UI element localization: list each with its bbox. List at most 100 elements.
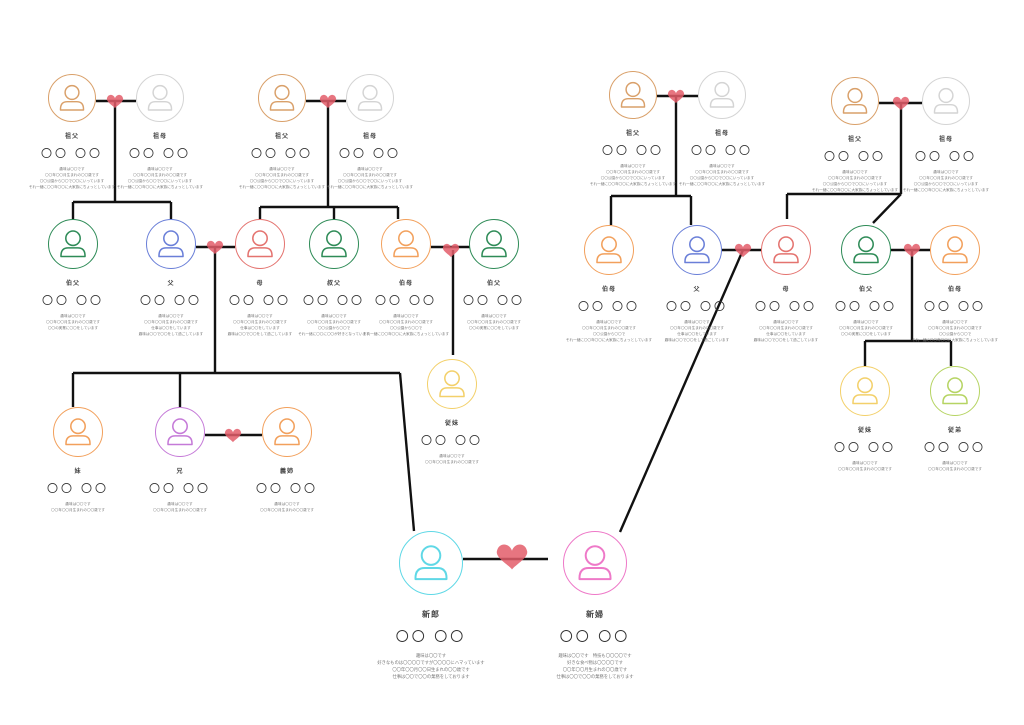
person-name: 〇〇 〇〇 [601,145,665,157]
person-bio: 趣味は〇〇です 〇〇年〇〇月生まれの〇〇歳です 〇〇公園から〇〇で〇〇にいってい… [902,170,990,192]
person-card: 祖母〇〇 〇〇趣味は〇〇です 〇〇年〇〇月生まれの〇〇歳です 〇〇公園から〇〇で… [886,77,1006,193]
person-role: 従妹 [444,421,459,427]
person-icon [65,418,91,446]
person-bio: 趣味は〇〇です 好きなものは〇〇〇〇ですが〇〇〇〇にハマっています 〇〇年〇〇月… [377,653,485,679]
person-bio: 趣味は〇〇です 〇〇年〇〇月生まれの〇〇歳です 〇〇公園から〇〇で〇〇にいってい… [678,164,766,186]
person-icon [578,545,612,581]
avatar [584,225,634,275]
avatar [698,71,746,119]
person-bio: 趣味は〇〇です 〇〇年〇〇月生まれの〇〇歳です [153,502,207,512]
person-name: 〇〇 〇〇 [834,301,898,313]
person-role: 伯父 [858,287,873,293]
person-card: 叔父〇〇 〇〇趣味は〇〇です 〇〇年〇〇月生まれの〇〇歳です 〇〇公園から〇〇で… [274,219,394,337]
person-role: 従妹 [857,428,872,434]
avatar [840,366,890,416]
person-name: 〇〇 〇〇 [41,295,105,307]
person-role: 祖父 [64,134,79,140]
person-role: 祖母 [152,134,167,140]
person-name: 〇〇 〇〇 [374,295,438,307]
person-role: 妹 [74,469,82,475]
person-name: 〇〇 〇〇 [420,435,484,447]
heart-icon [667,89,685,104]
avatar [930,225,980,275]
person-icon [60,230,86,258]
person-bio: 趣味は〇〇です 〇〇年〇〇月生まれの〇〇歳です 〇〇の実業に〇〇をしています [46,314,100,330]
person-card: 伯母〇〇 〇〇趣味は〇〇です 〇〇年〇〇月生まれの〇〇歳です 〇〇公園から〇〇で… [549,225,669,343]
person-role: 祖父 [274,134,289,140]
person-card: 伯母〇〇 〇〇趣味は〇〇です 〇〇年〇〇月生まれの〇〇歳です 〇〇公園から〇〇で… [346,219,466,337]
person-name: 〇〇 〇〇 [462,295,526,307]
person-icon [620,81,646,108]
person-name: 〇〇 〇〇 [914,151,978,163]
person-role: 従弟 [947,428,962,434]
person-card: 妹〇〇 〇〇趣味は〇〇です 〇〇年〇〇月生まれの〇〇歳です [18,407,138,513]
person-card: 伯母〇〇 〇〇趣味は〇〇です 〇〇年〇〇月生まれの〇〇歳です 〇〇公園から〇〇で… [895,225,1015,343]
person-role: 母 [256,281,264,287]
heart-icon [319,94,337,109]
person-card: 母〇〇 〇〇趣味は〇〇です 〇〇年〇〇月生まれの〇〇歳です 仕事は〇〇をしていま… [200,219,320,337]
person-icon [167,418,193,446]
person-role: 兄 [176,469,184,475]
person-card: 義姉〇〇 〇〇趣味は〇〇です 〇〇年〇〇月生まれの〇〇歳です [227,407,347,513]
avatar [346,74,394,122]
person-card: 父〇〇 〇〇趣味は〇〇です 〇〇年〇〇月生まれの〇〇歳です 仕事は〇〇をしていま… [111,219,231,337]
person-icon [158,230,184,258]
person-icon [59,84,85,111]
person-icon [853,236,879,264]
person-bio: 趣味は〇〇です 〇〇年〇〇月生まれの〇〇歳です 〇〇公園から〇〇で〇〇にいってい… [811,170,899,192]
person-name: 〇〇 〇〇 [395,629,467,644]
person-name: 〇〇 〇〇 [228,295,292,307]
heart-icon [903,243,921,258]
person-name: 〇〇 〇〇 [577,301,641,313]
heart-icon [224,428,242,443]
person-name: 〇〇 〇〇 [559,629,631,644]
person-icon [439,370,465,398]
avatar [399,531,463,595]
person-icon [709,81,735,108]
person-bio: 趣味は〇〇です 〇〇年〇〇月生まれの〇〇歳です 〇〇公園から〇〇で それ一緒に〇… [565,320,653,342]
person-icon [414,545,448,581]
heart-icon [442,243,460,258]
person-name: 〇〇 〇〇 [754,301,818,313]
person-bio: 趣味は〇〇です 〇〇年〇〇月生まれの〇〇歳です [51,502,105,512]
person-card: 従妹〇〇 〇〇趣味は〇〇です 〇〇年〇〇月生まれの〇〇歳です [805,366,925,472]
person-name: 〇〇 〇〇 [923,442,987,454]
person-bio: 趣味は〇〇です 〇〇年〇〇月生まれの〇〇歳です 〇〇公園から〇〇で〇〇にいってい… [28,167,116,189]
person-bio: 趣味は〇〇です 〇〇年〇〇月生まれの〇〇歳です 〇〇公園から〇〇で〇〇にいってい… [116,167,204,189]
avatar [922,77,970,125]
person-bio: 趣味は〇〇です 〇〇年〇〇月生まれの〇〇歳です 〇〇公園から〇〇で〇〇にいってい… [238,167,326,189]
person-icon [481,230,507,258]
person-icon [274,418,300,446]
connector-line [618,249,745,533]
person-card: 従弟〇〇 〇〇趣味は〇〇です 〇〇年〇〇月生まれの〇〇歳です [895,366,1015,472]
avatar [427,359,477,409]
person-bio: 趣味は〇〇です 〇〇年〇〇月生まれの〇〇歳です [425,454,479,464]
avatar [48,74,96,122]
person-bio: 趣味は〇〇です 〇〇年〇〇月生まれの〇〇歳です 仕事は〇〇をしています 趣味は〇… [664,320,730,342]
person-card: 祖父〇〇 〇〇趣味は〇〇です 〇〇年〇〇月生まれの〇〇歳です 〇〇公園から〇〇で… [795,77,915,193]
person-icon [269,84,295,111]
connector-line [872,193,902,224]
person-name: 〇〇 〇〇 [823,151,887,163]
avatar [48,219,98,269]
heart-icon [496,544,528,570]
person-name: 〇〇 〇〇 [833,442,897,454]
person-card: 父〇〇 〇〇趣味は〇〇です 〇〇年〇〇月生まれの〇〇歳です 仕事は〇〇をしていま… [637,225,757,343]
person-name: 〇〇 〇〇 [40,148,104,160]
person-icon [247,230,273,258]
person-role: 義姉 [279,469,294,475]
avatar [930,366,980,416]
person-bio: 趣味は〇〇です 〇〇年〇〇月生まれの〇〇歳です [838,461,892,471]
person-icon [942,236,968,264]
person-bio: 趣味は〇〇です 〇〇年〇〇月生まれの〇〇歳です 仕事は〇〇をしています 趣味は〇… [753,320,819,342]
avatar [309,219,359,269]
person-card: 新婦〇〇 〇〇趣味は〇〇です 特技も〇〇〇〇です 好きな食べ物は〇〇〇〇です 〇… [520,531,670,680]
avatar [235,219,285,269]
person-bio: 趣味は〇〇です 〇〇年〇〇月生まれの〇〇歳です 〇〇公園から〇〇で〇〇にいってい… [326,167,414,189]
person-role: 伯母 [398,281,413,287]
person-name: 〇〇 〇〇 [665,301,729,313]
person-card: 新郎〇〇 〇〇趣味は〇〇です 好きなものは〇〇〇〇ですが〇〇〇〇にハマっています… [356,531,506,680]
avatar [53,407,103,457]
person-icon [773,236,799,264]
person-bio: 趣味は〇〇です 〇〇年〇〇月生まれの〇〇歳です 仕事は〇〇をしています 趣味は〇… [138,314,204,336]
